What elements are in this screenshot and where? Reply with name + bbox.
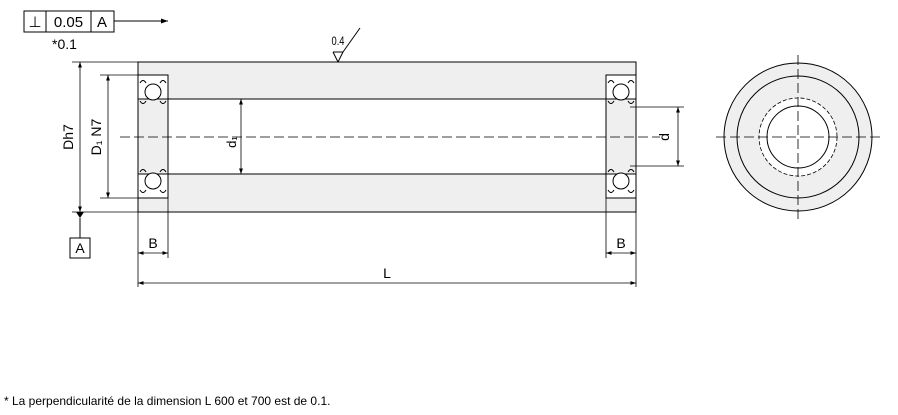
label-d: d <box>656 133 672 141</box>
dimension-L: L <box>138 265 636 285</box>
label-Dh7: Dh7 <box>60 124 76 150</box>
roller-side-view <box>120 61 660 213</box>
footnote: * La perpendicularité de la dimension L … <box>4 394 331 408</box>
roughness-symbol: 0.4 <box>332 27 361 64</box>
tolerance-value: 0.05 <box>54 14 83 31</box>
bearing-right-bottom <box>605 169 637 199</box>
perpendicularity-frame: ⊥ 0.05 A <box>23 10 168 33</box>
roller-end-view <box>716 55 880 219</box>
tolerance-note: *0.1 <box>52 36 77 52</box>
tolerance-datum: A <box>97 14 107 31</box>
bearing-right-top <box>605 74 637 104</box>
roughness-value: 0.4 <box>332 35 345 48</box>
label-d1: d₁ <box>224 136 239 148</box>
dimension-B-left: B <box>137 198 169 287</box>
label-L: L <box>383 265 391 281</box>
perpendicularity-symbol: ⊥ <box>28 14 41 31</box>
dimension-B-right: B <box>605 198 637 287</box>
label-B-left: B <box>148 235 157 251</box>
dimension-d: d <box>630 106 684 167</box>
label-B-right: B <box>616 235 625 251</box>
label-D1N7: D₁ N7 <box>88 118 104 155</box>
bearing-left-bottom <box>137 169 169 199</box>
datum-A-label: A <box>75 240 85 256</box>
bearing-left-top <box>137 74 169 104</box>
dimension-D1N7: D₁ N7 <box>88 74 138 199</box>
dimension-d1: d₁ <box>224 99 243 174</box>
datum-A: A <box>69 212 91 259</box>
